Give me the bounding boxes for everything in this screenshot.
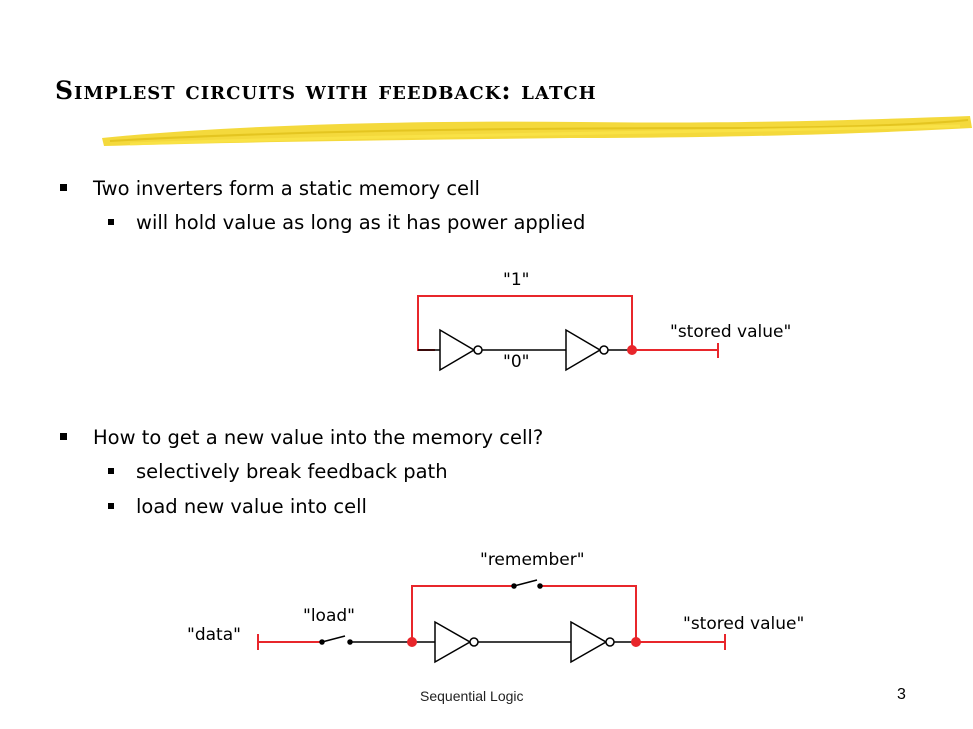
inverter-4-icon [570, 620, 608, 664]
bullet-square-icon [108, 502, 114, 509]
junction-dot-icon [627, 345, 637, 355]
bullet-2-sub-1: selectively break feedback path [108, 460, 448, 483]
label-stored-value-2: "stored value" [683, 614, 805, 634]
bullet-2: How to get a new value into the memory c… [60, 426, 543, 449]
page-number: 3 [897, 686, 906, 703]
label-data: "data" [187, 625, 241, 645]
label-remember: "remember" [480, 550, 585, 570]
bullet-1: Two inverters form a static memory cell [60, 177, 480, 200]
inverter-1-icon [439, 328, 476, 372]
label-one: "1" [503, 270, 530, 290]
label-stored-value-1: "stored value" [670, 322, 792, 342]
bullet-2-text: How to get a new value into the memory c… [93, 426, 544, 449]
bullet-1-sub-text: will hold value as long as it has power … [136, 211, 586, 234]
title-underline-stroke [102, 116, 972, 146]
remember-loop-wire [411, 585, 512, 642]
bullet-square-icon [108, 218, 114, 225]
label-zero: "0" [503, 352, 530, 372]
label-load: "load" [303, 606, 355, 626]
bullet-1-text: Two inverters form a static memory cell [93, 177, 480, 200]
slide-title: Simplest circuits with feedback: latch [55, 76, 597, 105]
bullet-2-sub-1-text: selectively break feedback path [136, 460, 448, 483]
bullet-square-icon [108, 467, 114, 474]
inverter-3-icon [434, 620, 472, 664]
bullet-square-icon [60, 433, 67, 440]
bullet-square-icon [60, 184, 67, 191]
bullet-2-sub-2-text: load new value into cell [136, 495, 367, 518]
footer-text: Sequential Logic [420, 688, 524, 704]
junction-dot-icon [407, 637, 417, 647]
junction-dot-icon [631, 637, 641, 647]
load-switch-icon [321, 635, 346, 643]
remember-switch-icon [513, 579, 538, 587]
bullet-2-sub-2: load new value into cell [108, 495, 367, 518]
inverter-2-icon [565, 328, 602, 372]
bullet-1-sub: will hold value as long as it has power … [108, 211, 585, 234]
